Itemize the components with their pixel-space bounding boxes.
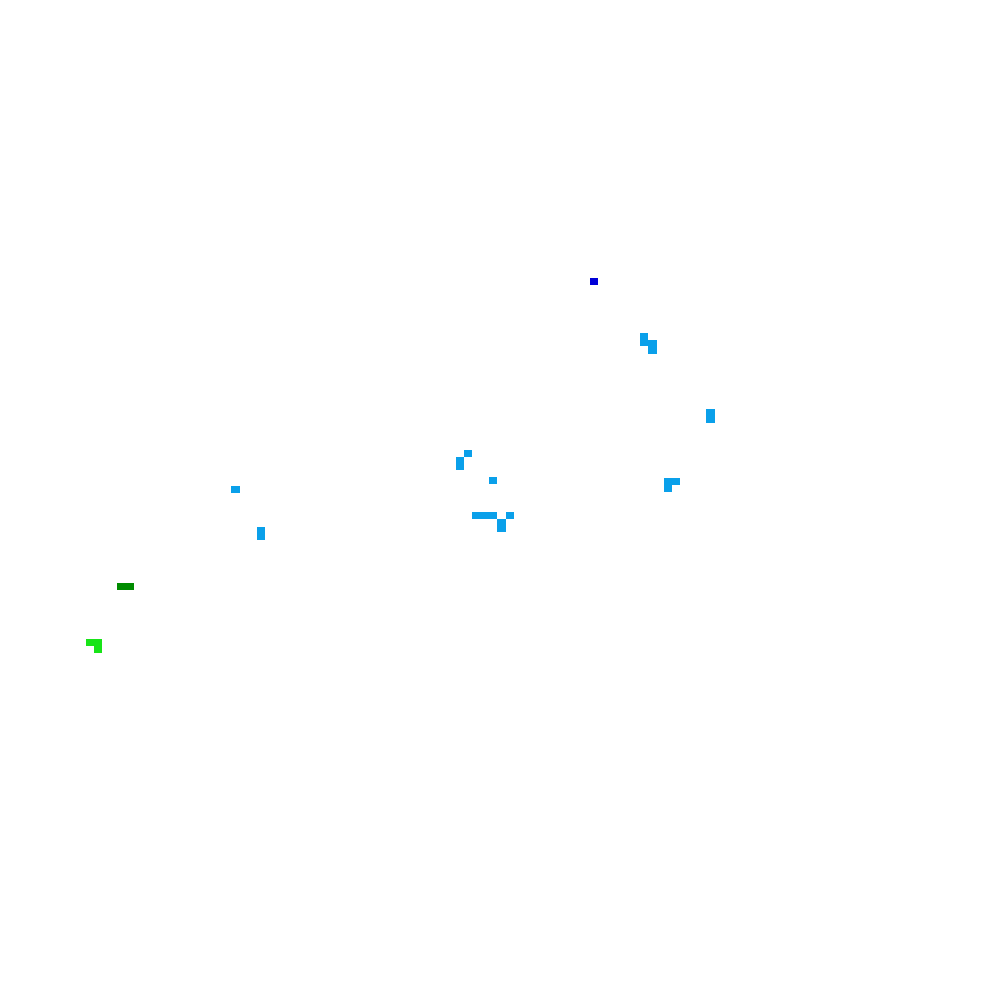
dark-green-cluster	[117, 583, 134, 590]
light-blue-cluster-g	[472, 512, 497, 519]
light-blue-cluster-g	[506, 512, 514, 519]
light-blue-cluster-c	[464, 450, 472, 457]
light-blue-cluster-e	[664, 485, 672, 492]
light-blue-cluster-e	[664, 478, 680, 485]
light-blue-cluster-a	[648, 340, 657, 354]
bright-green-cluster	[94, 646, 102, 653]
dark-blue-cluster	[590, 278, 598, 285]
light-blue-cluster-g	[497, 519, 506, 532]
light-blue-cluster-b	[706, 409, 715, 423]
bright-green-cluster	[86, 639, 102, 646]
light-blue-cluster-a	[640, 333, 648, 346]
light-blue-cluster-h	[257, 527, 265, 540]
light-blue-cluster-c	[456, 457, 464, 470]
light-blue-cluster-f	[231, 486, 240, 493]
light-blue-cluster-d	[489, 477, 497, 484]
